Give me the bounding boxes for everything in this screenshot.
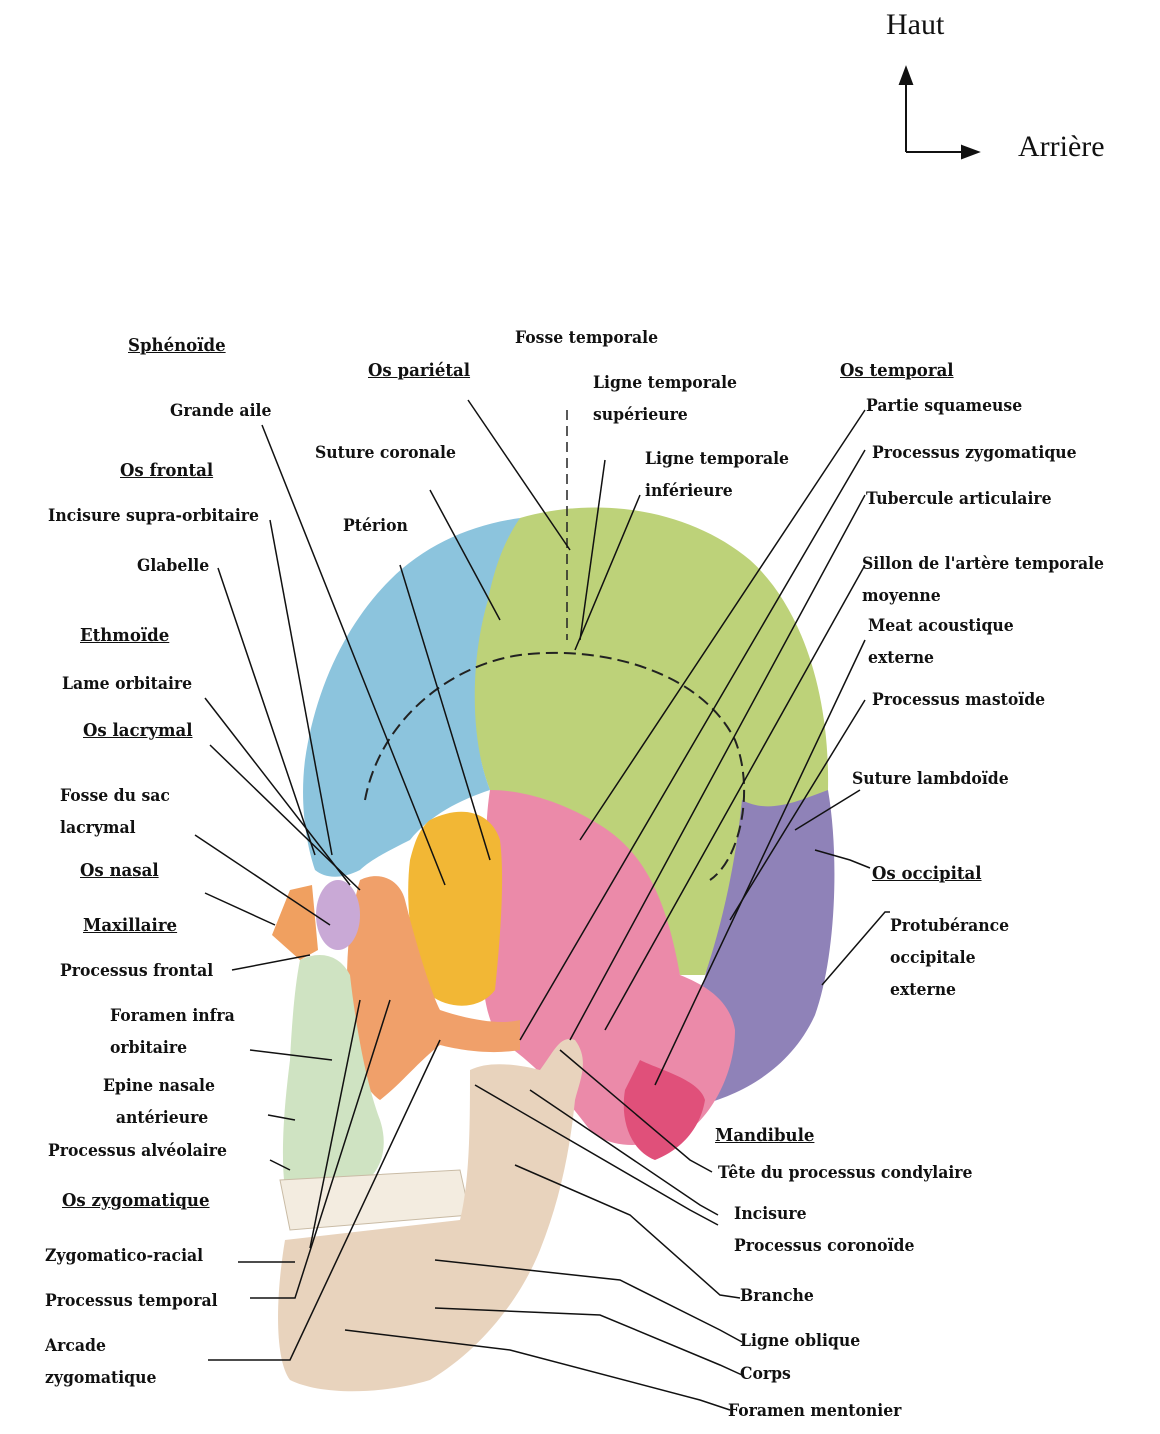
- label-processus-coronoide: Processus coronoïde: [734, 1230, 914, 1262]
- label-partie-squameuse: Partie squameuse: [866, 390, 1022, 422]
- label-incisure-supra: Incisure supra-orbitaire: [48, 500, 259, 532]
- label-suture-lambdoide: Suture lambdoïde: [852, 763, 1009, 795]
- label-maxillaire: Maxillaire: [83, 910, 177, 942]
- label-pterion: Ptérion: [343, 510, 408, 542]
- label-glabelle: Glabelle: [137, 550, 209, 582]
- label-foramen-mentonier: Foramen mentonier: [728, 1395, 901, 1427]
- label-incisure: Incisure: [734, 1198, 807, 1230]
- label-tubercule-articulaire: Tubercule articulaire: [866, 483, 1052, 515]
- label-processus-frontal: Processus frontal: [60, 955, 213, 987]
- label-os-occipital: Os occipital: [872, 858, 982, 890]
- label-ethmoide: Ethmoïde: [80, 620, 169, 652]
- label-mandibule: Mandibule: [715, 1120, 814, 1152]
- label-branche: Branche: [740, 1280, 814, 1312]
- label-os-frontal: Os frontal: [120, 455, 213, 487]
- label-os-temporal: Os temporal: [840, 355, 954, 387]
- orientation-arrows: [900, 68, 978, 158]
- nasal-bone: [272, 885, 318, 960]
- label-processus-alveolaire: Processus alvéolaire: [48, 1135, 227, 1167]
- label-processus-zygomatique: Processus zygomatique: [872, 437, 1077, 469]
- label-corps: Corps: [740, 1358, 791, 1390]
- label-suture-coronale: Suture coronale: [315, 437, 456, 469]
- label-os-zygomatique: Os zygomatique: [62, 1185, 210, 1217]
- label-zygomatico-facial: Zygomatico-racial: [45, 1240, 203, 1272]
- label-os-lacrymal: Os lacrymal: [83, 715, 193, 747]
- label-processus-temporal: Processus temporal: [45, 1285, 218, 1317]
- label-tete-condylaire: Tête du processus condylaire: [718, 1157, 972, 1189]
- label-sphenoide: Sphénoïde: [128, 330, 226, 362]
- orbit-medial-wall: [316, 880, 360, 950]
- label-processus-mastoide: Processus mastoïde: [872, 684, 1045, 716]
- label-ligne-oblique: Ligne oblique: [740, 1325, 860, 1357]
- label-lame-orbitaire: Lame orbitaire: [62, 668, 192, 700]
- label-grande-aile: Grande aile: [170, 395, 271, 427]
- label-fosse-temporale: Fosse temporale: [515, 322, 658, 354]
- label-os-parietal: Os pariétal: [368, 355, 470, 387]
- label-os-nasal: Os nasal: [80, 855, 159, 887]
